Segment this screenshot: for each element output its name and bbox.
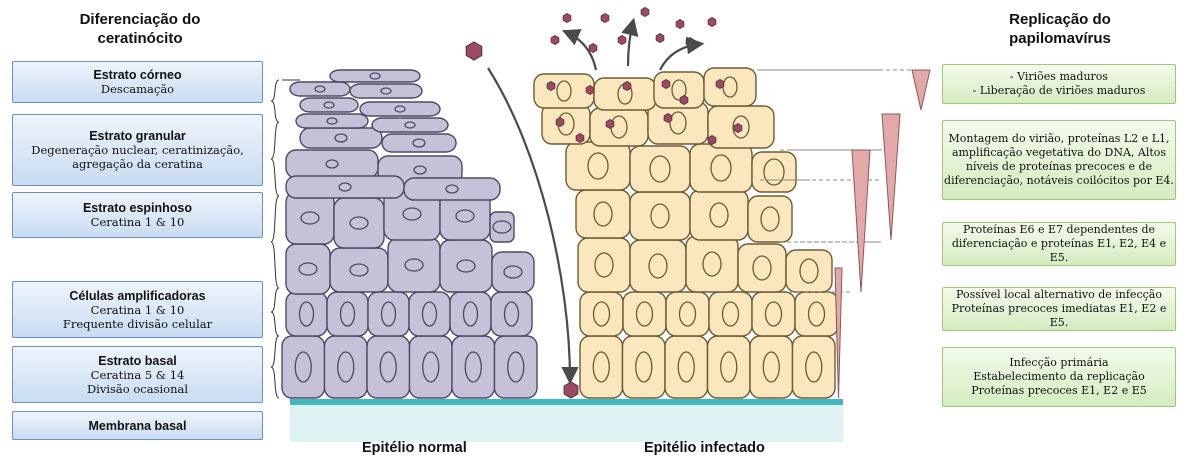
layer-bracket [271,196,279,288]
virion-hexagon-icon [716,80,724,89]
virion-hexagon-icon [556,118,564,127]
infected-spinous-cell [738,244,786,292]
virion-hexagon-icon [664,114,672,123]
spinous-cell [286,192,334,244]
koilocyte-cell [690,144,752,192]
amplifying-cell [409,292,450,336]
cornified-cell [296,114,368,128]
infected-amplifying-cell [580,292,623,336]
granular-cell [404,178,500,200]
caption-infected: Epitélio infectado [644,440,765,456]
amplifying-cell [286,292,327,336]
koilocyte-cell [630,146,690,192]
granular-cell [300,128,382,148]
gradient-wedge [912,70,930,110]
virion-hexagon-icon [466,42,482,60]
basal-cell [495,336,538,398]
infected-amplifying-cell [795,292,838,336]
spinous-cell [440,240,492,292]
amplifying-cell [327,292,368,336]
gradient-wedge [852,150,870,292]
virion-hexagon-icon [601,14,609,23]
amplifying-cell [491,292,532,336]
basement-membrane [290,399,843,405]
infected-amplifying-cell [623,292,666,336]
cornified-cell [300,98,358,112]
basal-cell [452,336,495,398]
spinous-cell [388,238,440,292]
virion-hexagon-icon [563,14,571,23]
infected-spinous-cell [686,236,738,292]
basal-cell [410,336,453,398]
virion-hexagon-icon [586,86,594,95]
virion-hexagon-icon [547,82,555,91]
virion-hexagon-icon [623,82,631,91]
cornified-cell [350,84,422,98]
caption-normal: Epitélio normal [362,440,467,456]
virion-hexagon-icon [708,136,716,145]
infected-top-cell [704,68,756,106]
infected-amplifying-cell [709,292,752,336]
virion-hexagon-icon [734,124,742,133]
layer-bracket [271,288,279,336]
virion-hexagon-icon [576,134,584,143]
granular-cell [286,176,404,198]
amplifying-cell [368,292,409,336]
virion-hexagon-icon [564,382,578,398]
infected-basal-cell [580,336,623,398]
layer-bracket [271,80,279,122]
amplifying-cell [450,292,491,336]
basal-cell [367,336,410,398]
virion-hexagon-icon [708,18,716,27]
infected-basal-cell [750,336,793,398]
spinous-cell [492,252,534,292]
infected-top-cell [654,72,704,108]
infected-spinous-cell [630,192,690,240]
gradient-wedge [882,114,900,240]
virion-hexagon-icon [676,20,684,29]
virion-hexagon-icon [641,8,649,17]
spinous-cell [334,198,384,248]
cornified-cell [330,70,420,82]
spinous-cell [330,248,388,292]
layer-bracket [271,122,279,196]
virion-hexagon-icon [618,36,626,45]
infected-spinous-cell [786,250,832,292]
cornified-cell [290,82,350,96]
spinous-cell [286,244,330,294]
granular-cell [382,134,456,152]
infected-spinous-cell [578,238,630,292]
infected-top-cell [534,74,594,108]
infected-amplifying-cell [666,292,709,336]
release-arrow-icon [660,44,700,70]
infected-spinous-cell [630,240,686,292]
virion-hexagon-icon [656,34,664,43]
koilocyte-cell [752,152,796,192]
infected-spinous-cell [690,190,748,240]
infected-basal-cell [665,336,708,398]
basement-membrane-base [290,404,843,442]
layer-bracket [271,336,279,398]
granular-cell [286,150,378,178]
basal-cell [325,336,368,398]
virion-hexagon-icon [589,44,597,53]
infected-basal-cell [623,336,666,398]
release-arrow-icon [628,22,633,66]
infected-spinous-cell [576,190,630,238]
infected-spinous-cell [748,196,792,242]
virion-hexagon-icon [551,36,559,45]
virion-hexagon-icon [662,80,670,89]
virion-hexagon-icon [680,96,688,105]
infected-basal-cell [793,336,836,398]
koilocyte-cell [566,142,630,190]
cornified-cell [360,102,440,116]
basal-cell [282,336,325,398]
infected-upper-cell [590,108,648,146]
virion-hexagon-icon [606,120,614,129]
cornified-cell [372,118,448,132]
infected-amplifying-cell [752,292,795,336]
infected-basal-cell [708,336,751,398]
